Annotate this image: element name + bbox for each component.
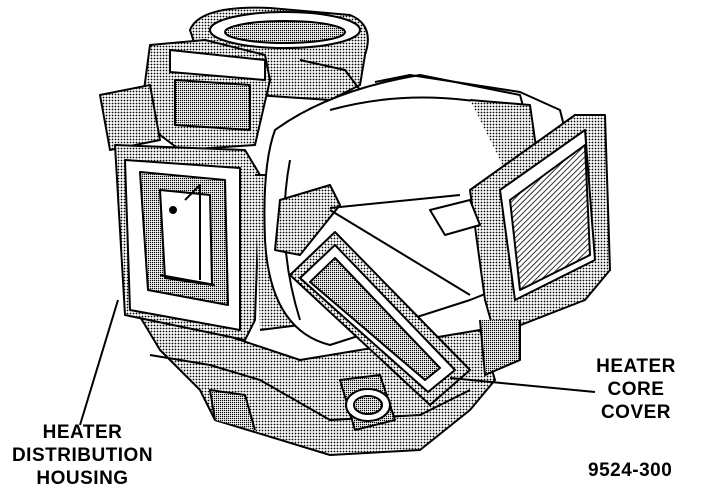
leader-line-distribution-housing (79, 299, 119, 426)
figure-number: 9524-300 (588, 460, 673, 481)
label-line: DISTRIBUTION (11, 445, 154, 466)
label-line: HEATER (596, 356, 676, 377)
label-line: COVER (600, 402, 672, 423)
heater-distribution-housing (114, 144, 301, 341)
label-heater-core-cover: HEATER CORE COVER (590, 355, 682, 424)
label-line: HOUSING (36, 468, 129, 489)
label-line: CORE (607, 379, 665, 400)
leader-line-heater-core-cover (449, 377, 596, 393)
label-heater-distribution-housing: HEATER DISTRIBUTION HOUSING (0, 421, 165, 490)
top-intake-duct (189, 6, 369, 121)
heater-core-cover (289, 231, 471, 431)
right-outlet-frame (469, 114, 611, 376)
door-actuator-linkage (274, 184, 481, 296)
label-line: HEATER (42, 422, 123, 443)
upper-actuator-stack (99, 39, 271, 151)
lower-base-housing (129, 299, 496, 456)
